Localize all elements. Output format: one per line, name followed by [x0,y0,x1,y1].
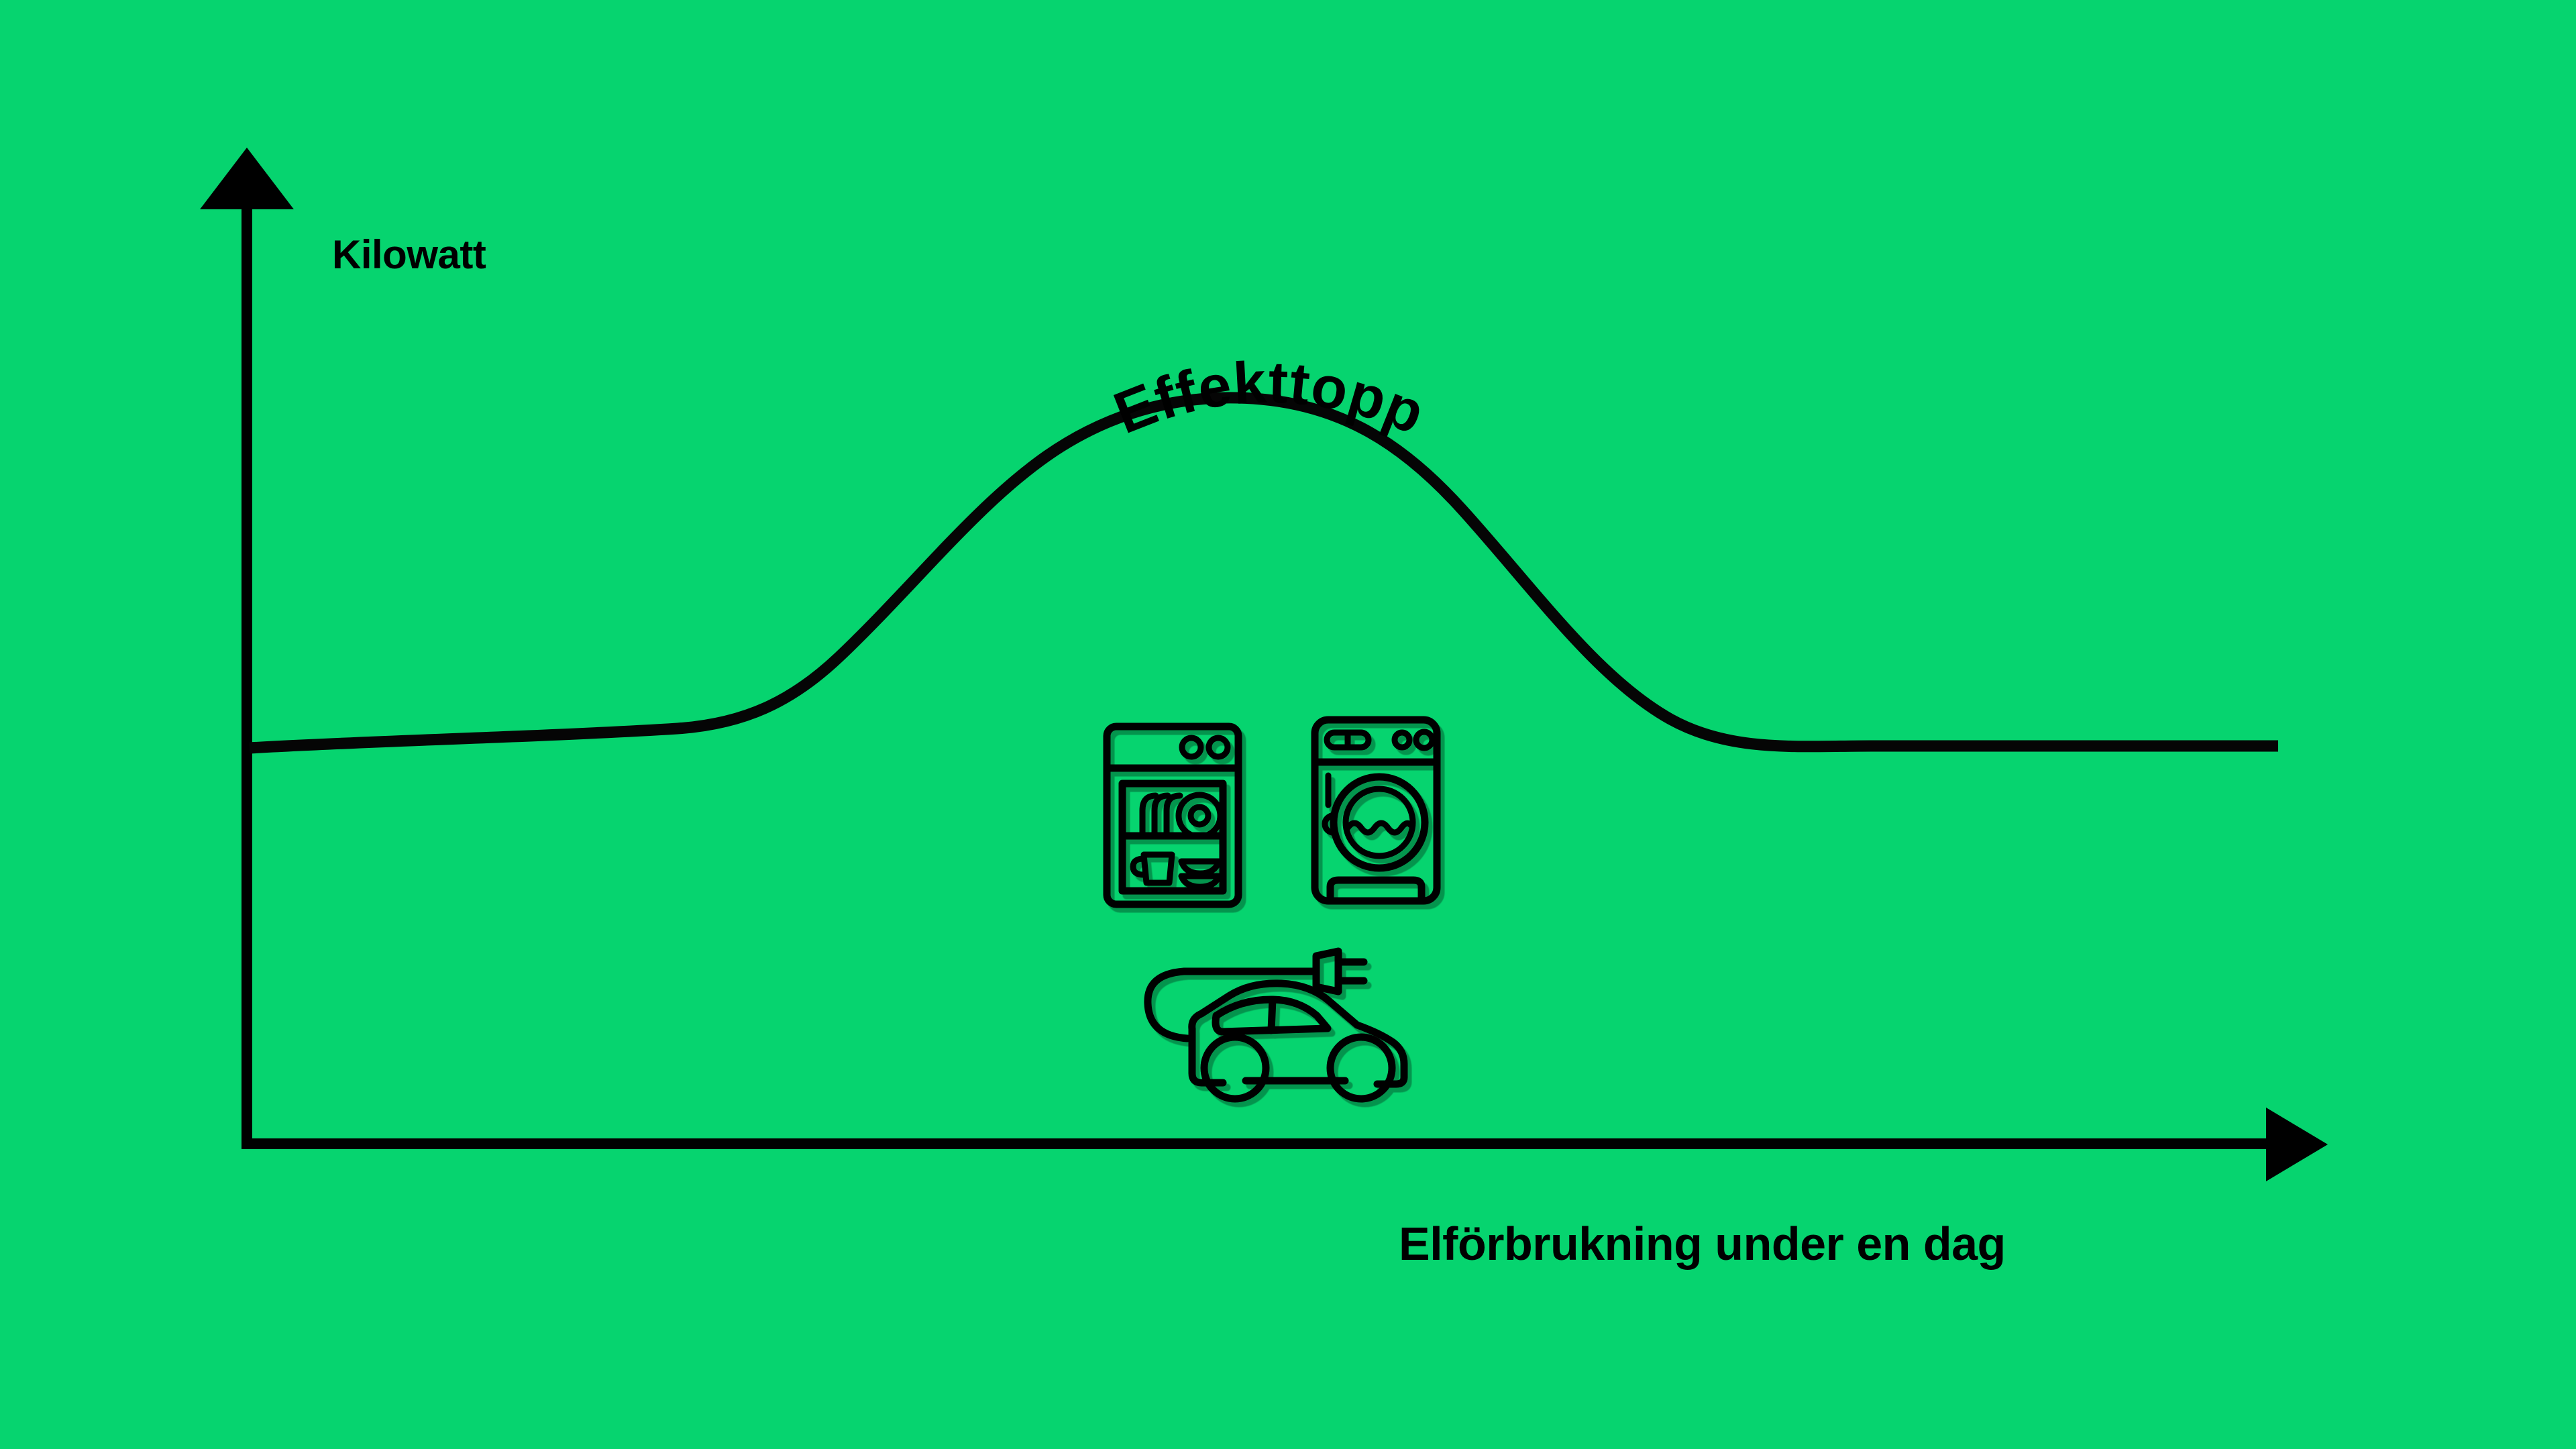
dishwasher-icon [1103,722,1242,908]
washing-machine-icon [1311,716,1441,905]
y-axis-arrow-icon [200,148,294,209]
electric-car-charging-icon [1144,947,1408,1103]
x-axis-label: Elförbrukning under en dag [1399,1218,2006,1270]
x-axis-arrow-icon [2266,1108,2328,1181]
y-axis-label: Kilowatt [332,232,486,277]
x-axis [241,1108,2328,1181]
peak-annotation: Effekttopp [1105,348,1434,446]
consumption-curve [249,392,2278,754]
peak-annotation-text: Effekttopp [1105,348,1433,446]
y-axis [200,148,294,1144]
